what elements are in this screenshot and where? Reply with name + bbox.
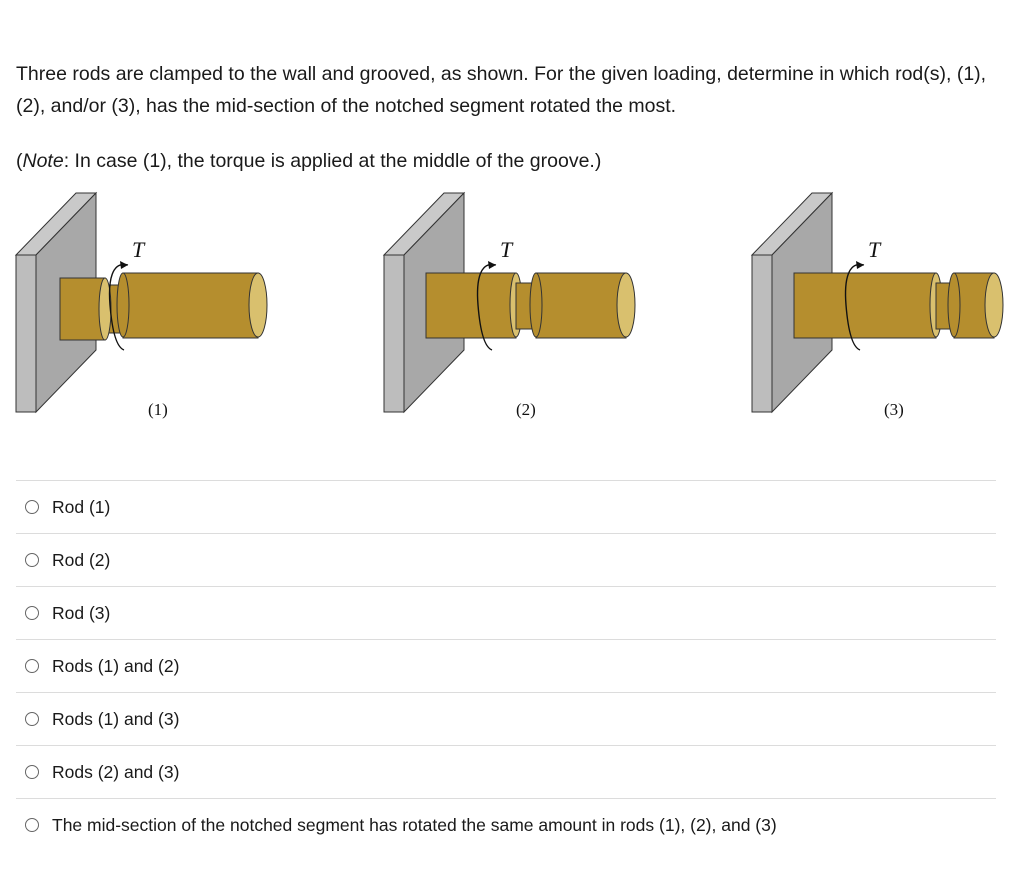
wall-edge	[751, 254, 773, 413]
rod-end-face	[616, 272, 636, 338]
radio-button[interactable]	[25, 606, 39, 620]
rod-segment-main	[425, 272, 517, 339]
option-label: The mid-section of the notched segment h…	[52, 815, 777, 835]
rod-step-face-right	[529, 272, 543, 338]
rod-end-face	[248, 272, 268, 338]
radio-button[interactable]	[25, 765, 39, 779]
torque-arrow	[476, 263, 497, 351]
option-label: Rods (2) and (3)	[52, 762, 180, 782]
torque-arrow	[108, 263, 129, 351]
option-rods-1-and-3[interactable]: Rods (1) and (3)	[16, 692, 996, 745]
torque-arrow	[844, 263, 865, 351]
rod-segment-main	[122, 272, 259, 339]
rod-label: (1)	[148, 400, 168, 419]
note-label: Note	[22, 150, 64, 172]
question-text: Three rods are clamped to the wall and g…	[16, 63, 987, 117]
torque-arrowhead	[120, 261, 128, 269]
rod-assembly-3: T (3)	[750, 191, 1004, 419]
rod-assembly-1: T (1)	[14, 191, 268, 419]
rod-segment-main	[793, 272, 937, 339]
note-open-paren: (	[16, 150, 23, 172]
rod-label: (2)	[516, 400, 536, 419]
option-rod-1[interactable]: Rod (1)	[16, 480, 996, 533]
note-body: : In case (1), the torque is applied at …	[63, 150, 602, 172]
wall-edge	[15, 254, 37, 413]
radio-button[interactable]	[25, 659, 39, 673]
rod-segment-right	[535, 272, 627, 339]
torque-label: T	[868, 237, 882, 262]
rod-step-face-right	[947, 272, 961, 338]
option-label: Rod (1)	[52, 497, 111, 517]
option-label: Rod (2)	[52, 550, 111, 570]
rod-assembly-2: T (2)	[382, 191, 636, 419]
option-label: Rods (1) and (3)	[52, 709, 180, 729]
torque-arrowhead	[856, 261, 864, 269]
rod-end-face	[984, 272, 1004, 338]
option-rod-3[interactable]: Rod (3)	[16, 586, 996, 639]
option-label: Rod (3)	[52, 603, 111, 623]
option-rods-1-and-2[interactable]: Rods (1) and (2)	[16, 639, 996, 692]
radio-button[interactable]	[25, 818, 39, 832]
radio-button[interactable]	[25, 712, 39, 726]
rod-label: (3)	[884, 400, 904, 419]
wall-edge	[383, 254, 405, 413]
option-rod-2[interactable]: Rod (2)	[16, 533, 996, 586]
rod-step-face	[116, 272, 130, 338]
torque-arrowhead	[488, 261, 496, 269]
torque-label: T	[500, 237, 514, 262]
rod-segment-left	[59, 277, 106, 341]
option-label: Rods (1) and (2)	[52, 656, 180, 676]
radio-button[interactable]	[25, 500, 39, 514]
option-same-amount[interactable]: The mid-section of the notched segment h…	[16, 798, 996, 851]
question-note: (Note: In case (1), the torque is applie…	[16, 145, 1006, 177]
option-rods-2-and-3[interactable]: Rods (2) and (3)	[16, 745, 996, 798]
radio-button[interactable]	[25, 553, 39, 567]
torque-label: T	[132, 237, 146, 262]
rods-figure: T (1) T (2) T	[14, 191, 1004, 419]
answer-options: Rod (1) Rod (2) Rod (3) Rods (1) and (2)…	[16, 480, 996, 851]
